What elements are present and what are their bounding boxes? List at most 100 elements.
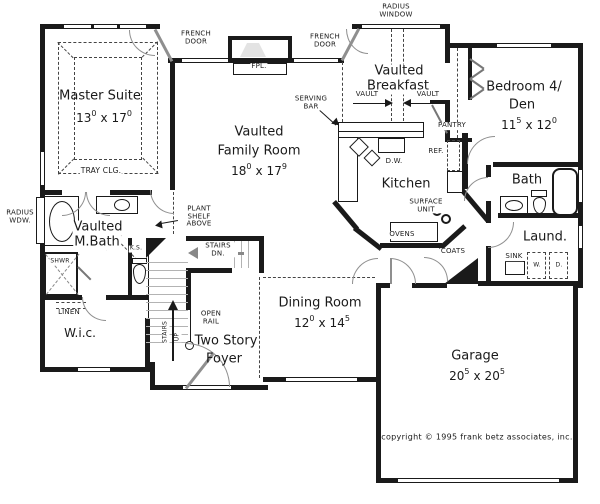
plant-shelf-label: PLANT SHELF ABOVE: [179, 205, 219, 229]
vault-arrow: [403, 99, 411, 107]
window: [78, 367, 110, 372]
door-swing: [346, 29, 368, 54]
open-boundary-dash: [259, 277, 260, 378]
stair-tread: [146, 262, 188, 263]
laundry-door-swing: [488, 222, 514, 248]
dryer-label: D.: [555, 261, 563, 269]
toilet: [531, 190, 547, 197]
knee-space-label: K.S.: [128, 244, 144, 253]
washer-box: [527, 252, 546, 279]
room-label-family: Family Room: [217, 143, 301, 159]
window: [578, 170, 583, 202]
linen-shelf-dash: [56, 302, 86, 303]
vault-arrow: [385, 99, 393, 107]
french-door-label: FRENCH DOOR: [181, 29, 211, 45]
wall: [376, 283, 381, 483]
wall: [186, 268, 191, 310]
vault-arrow: [353, 103, 385, 104]
fireplace: [228, 36, 232, 63]
cooktop-burner: [441, 214, 451, 224]
wic-door-swing: [82, 297, 106, 321]
toilet: [533, 197, 546, 214]
shower-label: SHWR: [49, 257, 71, 266]
plant-shelf-pointer: [154, 220, 163, 230]
room-label-family: Vaulted: [234, 124, 284, 140]
hall-door-swing: [352, 258, 378, 284]
room-label-foyer: Foyer: [205, 351, 243, 367]
copyright-text: copyright © 1995 frank betz associates, …: [381, 432, 573, 442]
stair-tread: [146, 286, 188, 287]
wall: [486, 201, 491, 217]
wall: [573, 285, 578, 483]
stairs-up-arrow: [172, 309, 174, 361]
wall: [40, 295, 82, 300]
toilet: [132, 258, 147, 264]
bathtub: [552, 168, 578, 216]
wall: [376, 283, 390, 288]
wall: [186, 268, 232, 273]
angled-wall: [352, 226, 383, 251]
room-label-garage: Garage: [451, 348, 499, 364]
tray-ceiling-label: TRAY CLG.: [79, 165, 123, 176]
kitchen-counter: [447, 171, 463, 193]
wall: [106, 295, 148, 300]
wall: [478, 281, 580, 286]
room-label-foyer: Two Story: [194, 333, 258, 349]
wall: [412, 283, 447, 288]
dryer-box: [549, 252, 568, 279]
room-label-wic: W.i.c.: [64, 326, 96, 341]
room-label-mbath: M.Bath: [73, 234, 121, 251]
kitchen-counter: [338, 137, 358, 202]
room-label-breakfast: Breakfast: [366, 78, 430, 95]
closet-rod-dash: [457, 48, 458, 138]
surface-unit-label: SURFACE UNIT: [406, 197, 446, 214]
stair-tread: [146, 270, 188, 271]
stair-tread: [146, 310, 188, 311]
wall: [128, 238, 132, 298]
dishwasher: [378, 138, 405, 153]
sink-label: SINK: [504, 252, 524, 261]
angled-wall-wedge: [444, 258, 478, 284]
toilet: [133, 264, 146, 284]
wall: [150, 362, 155, 388]
wall: [486, 165, 491, 177]
serving-bar-counter: [338, 122, 424, 138]
room-label-bedroom4: Den: [508, 97, 536, 113]
wall: [430, 100, 447, 104]
vault-arrow: [411, 103, 443, 104]
vault-label: VAULT: [354, 90, 380, 99]
stair-tread: [146, 294, 188, 295]
stairs-label: STAIRS: [161, 319, 170, 345]
french-door-label: FRENCH DOOR: [310, 32, 340, 48]
refrigerator-label: REF.: [427, 147, 445, 156]
window: [64, 24, 146, 29]
vault-label: VAULT: [415, 90, 441, 99]
fireplace: [288, 36, 292, 63]
room-label-mbath: Vaulted: [72, 219, 124, 236]
window: [182, 58, 228, 63]
stairs-dn-label: STAIRS DN.: [198, 241, 238, 258]
stair-tread: [146, 302, 188, 303]
angled-wall-wedge: [146, 238, 166, 258]
mbath-door-swing: [86, 192, 110, 216]
fireplace-label: FPL.: [250, 62, 268, 71]
wall: [186, 236, 264, 241]
wall: [486, 246, 491, 284]
linen-shelf-dash: [56, 308, 86, 309]
serving-bar-label: SERVING BAR: [291, 94, 331, 111]
refrigerator: [447, 140, 460, 171]
wall: [380, 243, 442, 248]
up-label: UP: [173, 331, 182, 343]
garage-door: [398, 478, 559, 483]
wall: [259, 236, 264, 273]
serving-bar-counter: [338, 131, 424, 132]
sink: [114, 199, 130, 211]
pantry-label: PANTRY: [437, 121, 467, 130]
room-label-bath: Bath: [511, 172, 543, 188]
firebox: [240, 43, 266, 57]
